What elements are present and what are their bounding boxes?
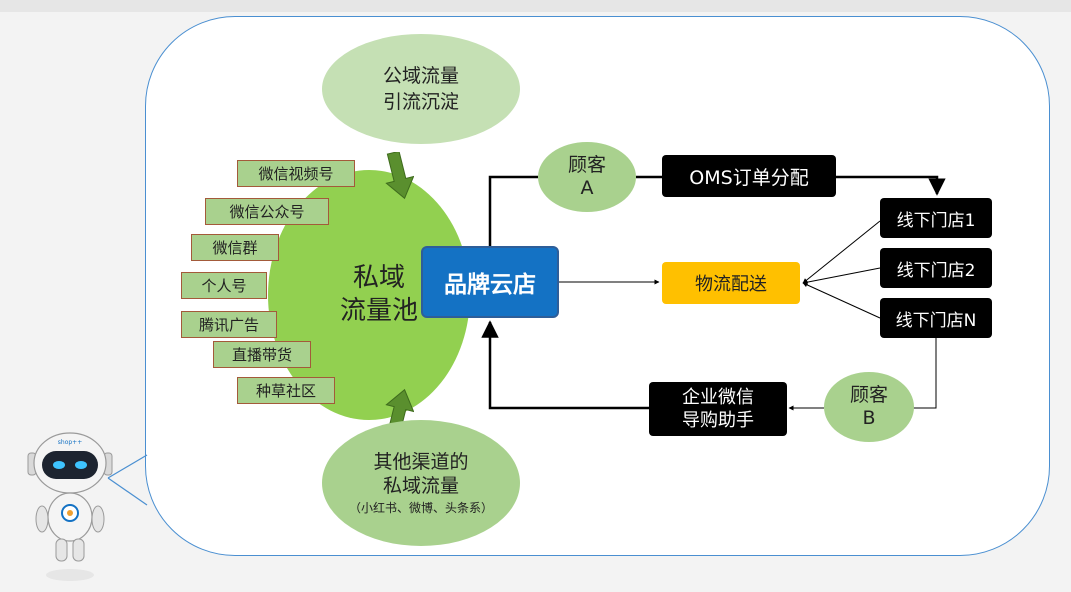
public-traffic-ellipse: 公域流量 引流沉淀 [322,34,520,144]
store2-to-logistics-arrow [802,267,881,285]
customer-b-ellipse: 顾客 B [824,372,914,442]
public-traffic-line-1: 公域流量 [382,65,459,87]
private-pool-line-1: 私域 [352,263,405,293]
wecom-to-brand-arrow [481,320,649,410]
store-2-box: 线下门店2 [880,248,992,288]
robot-callout-line [107,454,148,479]
source-tag-livestream: 直播带货 [213,341,311,368]
wecom-assistant-box: 企业微信 导购助手 [649,382,787,436]
store-1-box: 线下门店1 [880,198,992,238]
store1-to-logistics-arrow [802,220,881,284]
storeN-to-logistics-arrow [802,282,881,319]
source-tag-seeding-community: 种草社区 [237,377,335,404]
customer-a-ellipse: 顾客 A [538,142,636,212]
public-traffic-line-2: 引流沉淀 [382,91,459,113]
other-channels-line-2: 私域流量 [382,474,459,497]
brand-store-box: 品牌云店 [421,246,559,318]
other-channels-line-1: 其他渠道的 [373,450,469,473]
oms-box: OMS订单分配 [662,155,836,197]
store-n-box: 线下门店N [880,298,992,338]
wecom-line-2: 导购助手 [682,410,754,431]
source-tag-wechat-channels: 微信视频号 [237,160,355,187]
logistics-box: 物流配送 [662,262,800,304]
private-pool-line-2: 流量池 [339,296,418,326]
other-channels-ellipse: 其他渠道的 私域流量 （小红书、微博、头条系） [322,420,520,546]
customer-a-line-1: 顾客 [567,154,606,176]
robot-callout-line [107,477,148,506]
brand-to-customer-a-line [488,175,538,246]
storeN-to-customer-b-line [910,338,937,409]
inflow-arrow-top [385,152,414,200]
other-channels-note: （小红书、微博、头条系） [348,500,493,515]
oms-to-store-arrow [836,175,946,196]
source-tag-personal-account: 个人号 [181,272,267,299]
source-tag-tencent-ads: 腾讯广告 [181,311,277,338]
source-tag-wechat-group: 微信群 [191,234,279,261]
customer-b-line-1: 顾客 [849,384,888,406]
wecom-line-1: 企业微信 [682,387,754,408]
customer-a-line-2: A [580,177,594,199]
robot-brand-label: shop++ [58,439,82,446]
source-tag-wechat-official: 微信公众号 [205,198,329,225]
robot-mascot-icon: shop++ [27,432,113,581]
top-bar [0,0,1071,12]
customer-b-line-2: B [862,407,876,429]
